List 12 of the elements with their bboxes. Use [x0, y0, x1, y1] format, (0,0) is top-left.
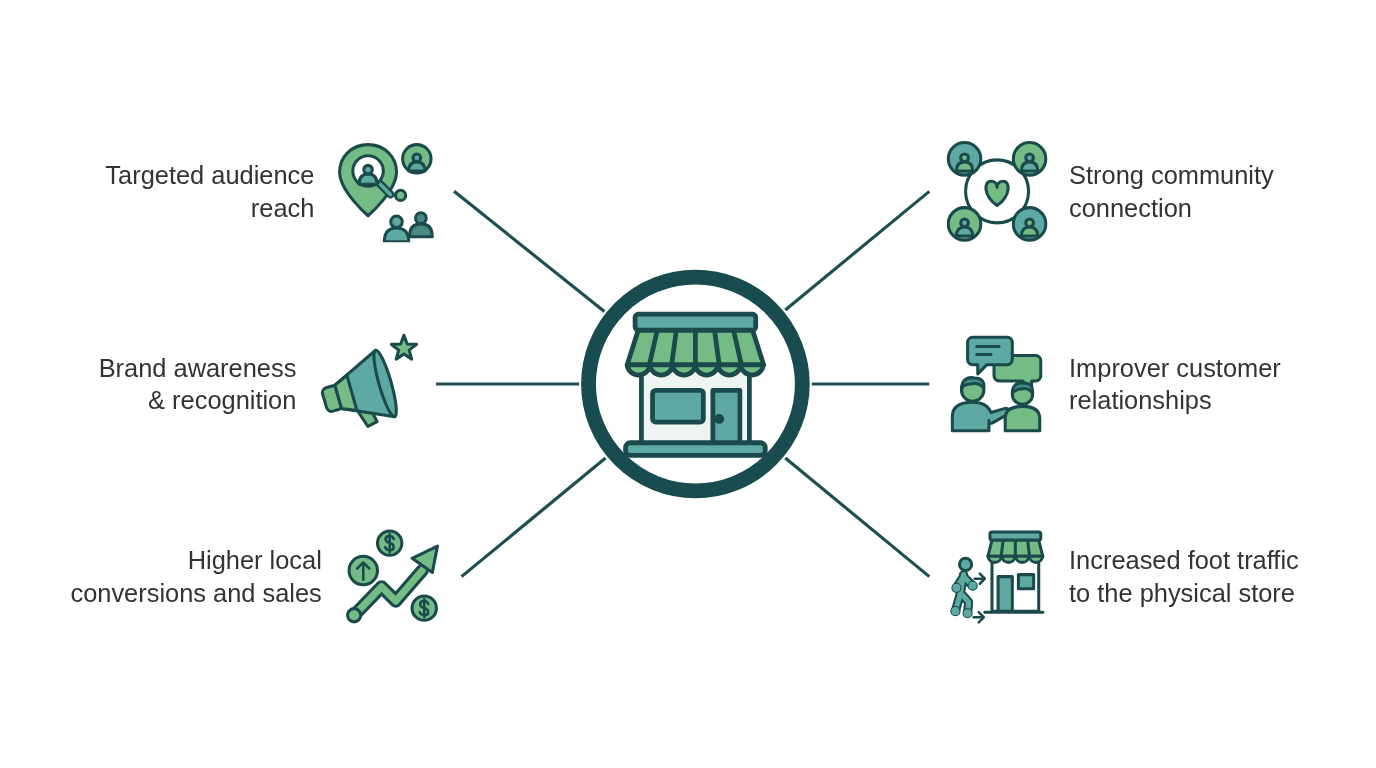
- connector: [453, 190, 606, 313]
- benefit-label: Brand awareness & recognition: [97, 352, 297, 417]
- benefit-label: Strong community connection: [1069, 159, 1275, 225]
- benefit-label: Increased foot traffic to the physical store: [1069, 544, 1300, 610]
- connector: [784, 190, 931, 312]
- benefit-label: Targeted audience reach: [104, 159, 315, 225]
- connector: [811, 382, 930, 386]
- benefit-label: Higher local conversions and sales: [69, 544, 322, 610]
- connector: [784, 456, 931, 578]
- benefit-label: Improver customer relationships: [1069, 352, 1282, 417]
- connector: [436, 382, 579, 386]
- connector: [460, 456, 607, 578]
